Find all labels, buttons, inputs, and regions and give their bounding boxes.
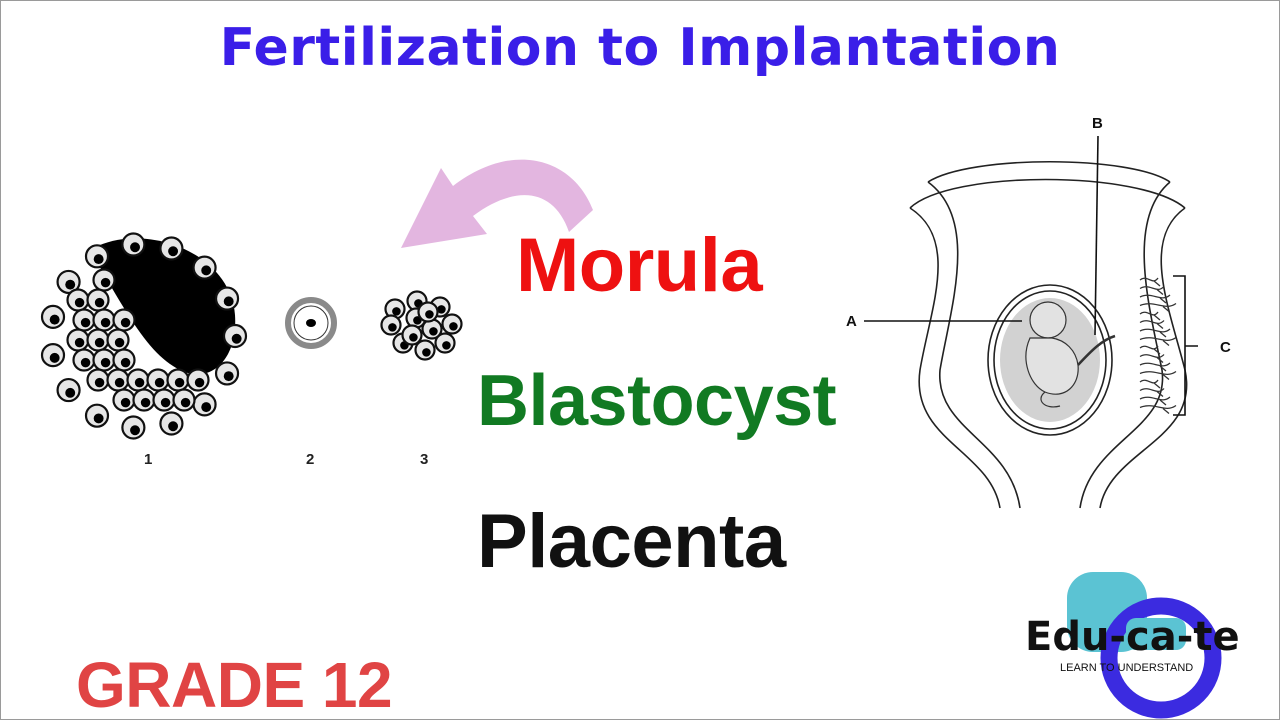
curved-arrow-icon [401, 159, 593, 248]
fetus [1000, 298, 1116, 422]
cell-stages-diagram: 1 2 3 [40, 232, 463, 468]
stage-label-3: 3 [420, 451, 428, 468]
placenta-villi [1139, 277, 1177, 414]
stage-3-morula [380, 290, 463, 361]
educate-logo: Edu-ca-te LEARN TO UNDERSTAND [1025, 572, 1240, 719]
page-title: Fertilization to Implantation [219, 18, 1061, 78]
stage-1-cell-cluster [40, 232, 248, 440]
logo-name: Edu-ca-te [1025, 614, 1240, 660]
term-morula: Morula [516, 223, 763, 308]
uterus-fetus-diagram: A B C [846, 115, 1231, 509]
stage-label-2: 2 [306, 451, 314, 468]
stage-label-1: 1 [144, 451, 152, 468]
term-blastocyst: Blastocyst [477, 361, 837, 441]
grade-label: GRADE 12 [76, 649, 393, 721]
label-c: C [1220, 339, 1231, 356]
logo-tagline: LEARN TO UNDERSTAND [1060, 662, 1193, 674]
stage-2-cell [285, 297, 337, 349]
term-placenta: Placenta [477, 499, 786, 584]
label-a: A [846, 313, 857, 330]
label-b: B [1092, 115, 1103, 132]
